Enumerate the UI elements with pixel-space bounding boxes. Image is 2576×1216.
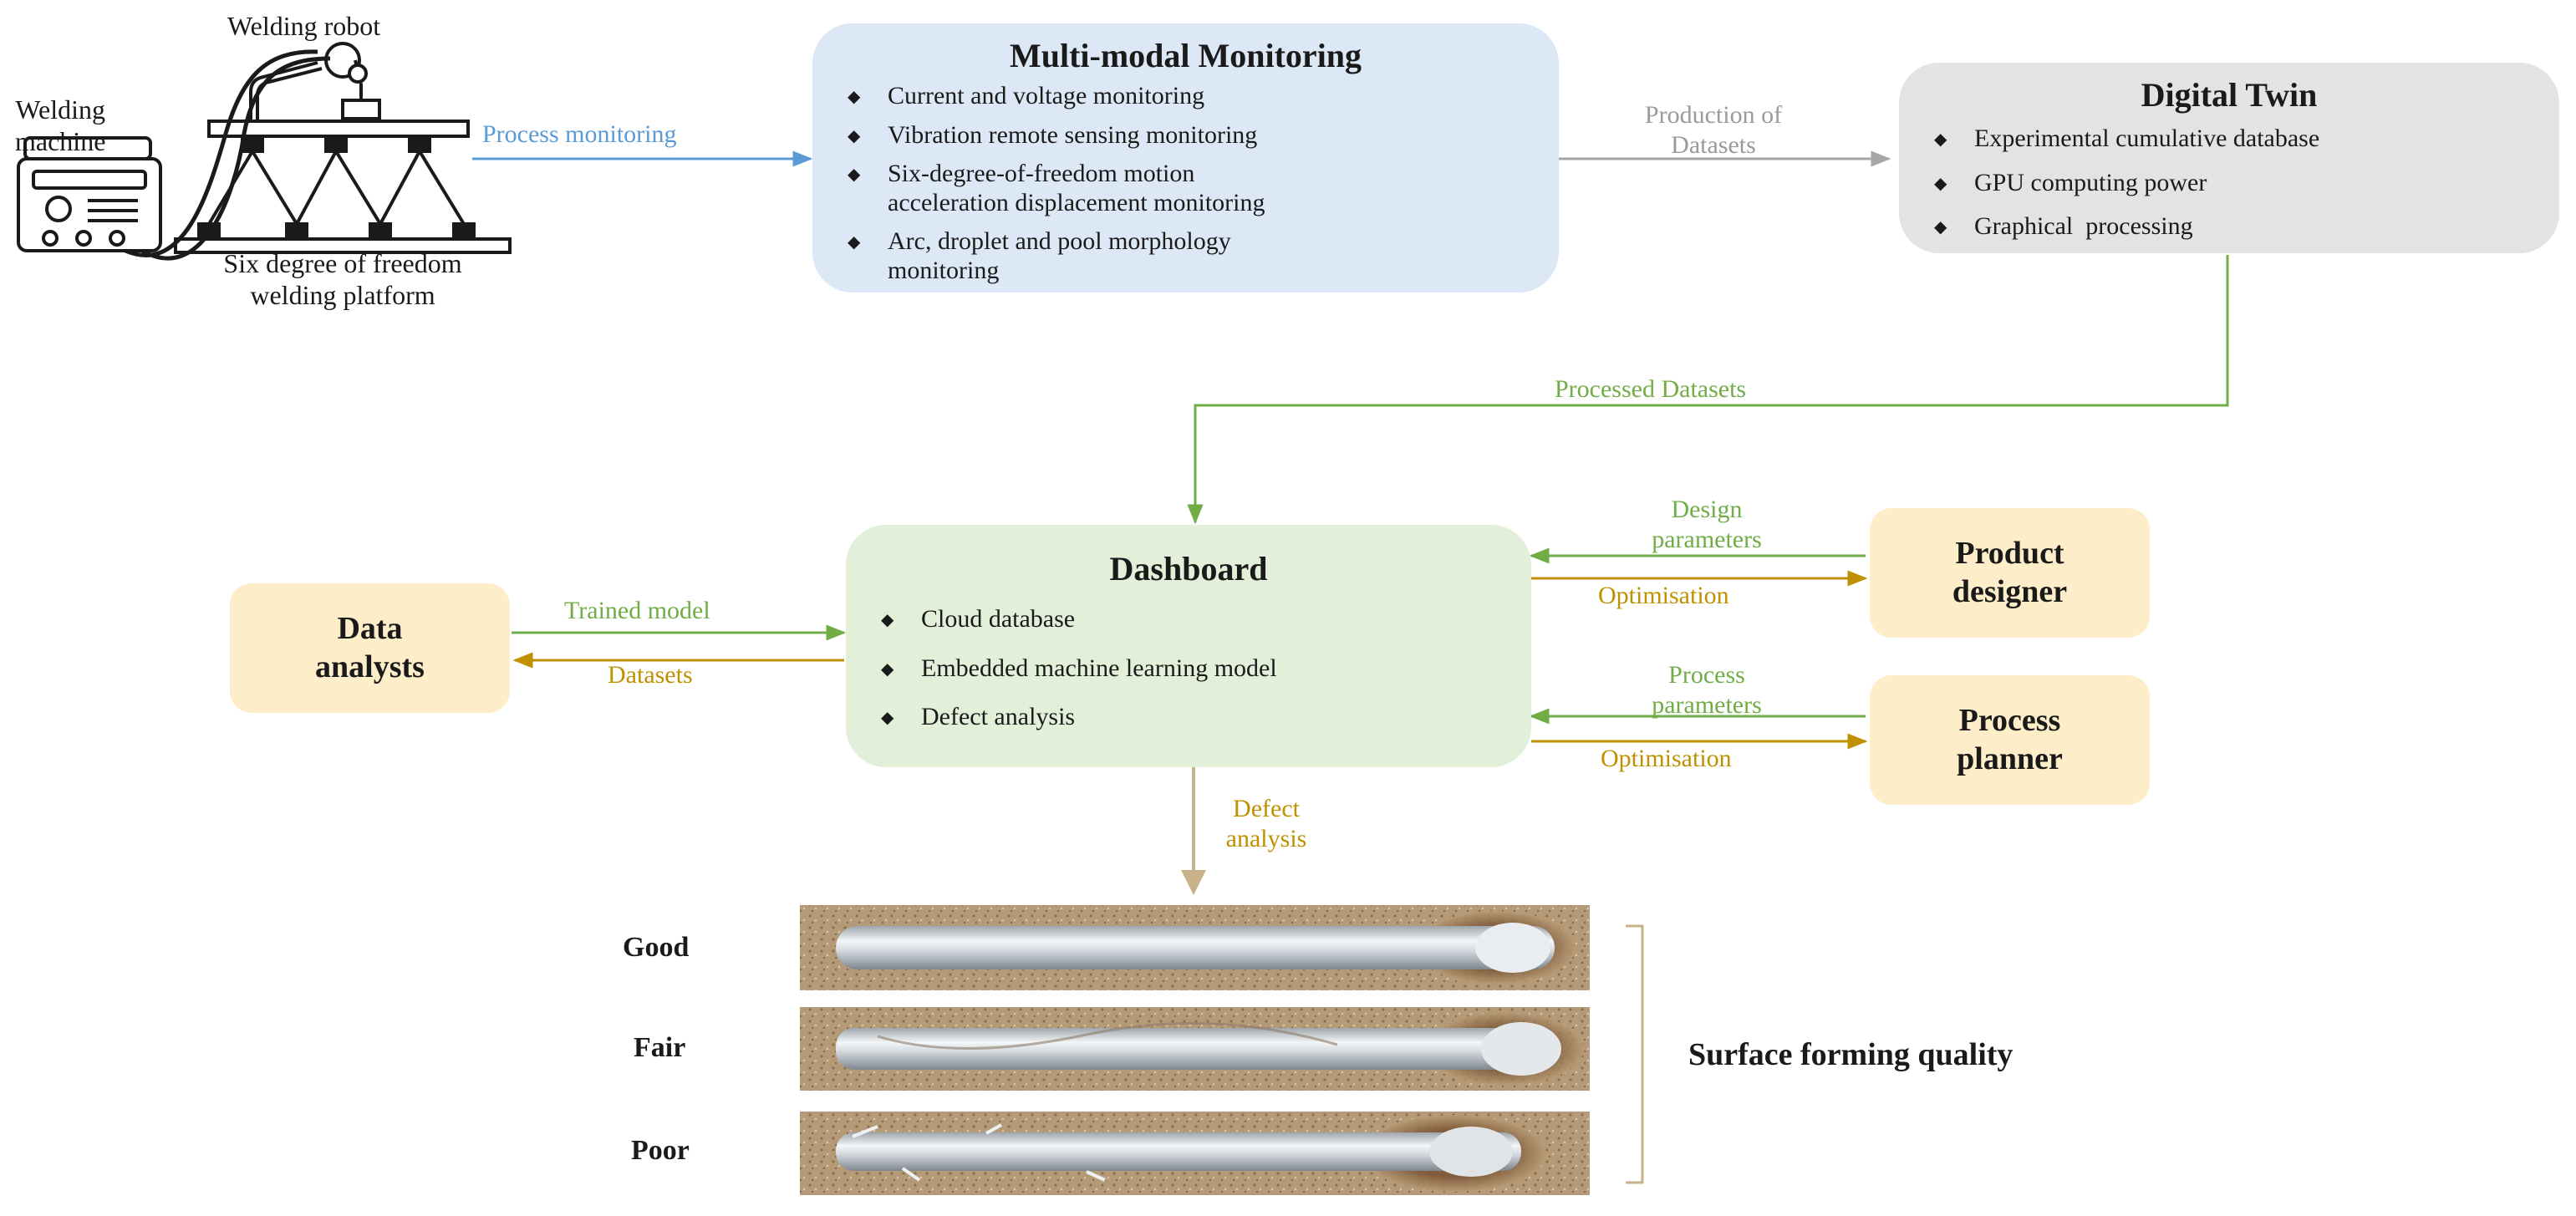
digital-twin-box: Digital Twin ◆Experimental cumulative da… [1899,63,2559,253]
monitoring-item: ◆Six-degree-of-freedom motion accelerati… [848,160,1265,216]
processed-datasets-label: Processed Datasets [1555,375,1747,403]
bullet-icon: ◆ [1934,130,1947,149]
monitoring-item: ◆Current and voltage monitoring [848,82,1205,109]
bullet-icon: ◆ [881,709,894,727]
bullet-icon: ◆ [848,88,861,106]
bullet-icon: ◆ [848,233,861,252]
connectors [472,150,2229,895]
welding-robot-label: Welding robot [227,11,381,41]
design-parameters-label: Design parameters [1652,496,1762,553]
data-analysts-box: Data analysts [230,583,510,713]
welding-cable-2 [140,56,331,261]
monitoring-title: Multi-modal Monitoring [1009,37,1362,74]
optimisation-planner-label: Optimisation [1601,745,1732,772]
dashboard-title: Dashboard [1109,550,1268,588]
process-parameters-label: Process parameters [1652,661,1762,719]
platform-base-plate [174,237,512,254]
dashboard-list: ◆Cloud database ◆Embedded machine learni… [871,605,1506,732]
digital-twin-title: Digital Twin [2141,76,2318,114]
quality-good-label: Good [623,932,690,963]
weld-sample-poor [800,1112,1590,1195]
weld-sample-good [800,905,1590,990]
arrow-processed-datasets [1187,255,2229,525]
digital-twin-list: ◆Experimental cumulative database ◆GPU c… [1924,125,2534,242]
quality-bracket [1626,924,1644,1184]
digital-twin-item: ◆Experimental cumulative database [1934,125,2320,152]
monitoring-item: ◆Vibration remote sensing monitoring [848,120,1258,149]
quality-fair-label: Fair [634,1032,686,1063]
bullet-icon: ◆ [1934,218,1947,237]
bullet-icon: ◆ [848,165,861,184]
dashboard-item: ◆Embedded machine learning model [881,654,1277,682]
optimisation-designer-label: Optimisation [1598,582,1729,609]
digital-twin-item: ◆Graphical processing [1934,212,2193,240]
datasets-label: Datasets [608,661,693,689]
welding-machine-icon [17,136,162,252]
bullet-icon: ◆ [1934,174,1947,193]
monitoring-list: ◆Current and voltage monitoring ◆Vibrati… [837,82,1534,285]
production-of-datasets-label: Production of Datasets [1644,101,1783,159]
surface-forming-quality-label: Surface forming quality [1688,1037,2013,1072]
dashboard-item: ◆Cloud database [881,605,1076,633]
bullet-icon: ◆ [848,126,861,145]
multi-modal-monitoring-box: Multi-modal Monitoring ◆Current and volt… [812,23,1559,293]
process-planner-box: Process planner [1870,675,2150,805]
product-designer-box: Product designer [1870,508,2150,638]
quality-poor-label: Poor [631,1135,690,1166]
welding-equipment-illustration [17,42,512,261]
defect-analysis-label: Defect analysis [1225,795,1307,852]
monitoring-item: ◆Arc, droplet and pool morphology monito… [848,227,1231,284]
dashboard-item: ◆Defect analysis [881,703,1076,730]
platform-label: Six degree of freedom welding platform [223,248,462,311]
trained-model-label: Trained model [564,597,710,624]
process-monitoring-label: Process monitoring [482,120,677,148]
digital-twin-item: ◆GPU computing power [1934,168,2207,196]
platform-legs [207,150,466,226]
dashboard-box: Dashboard ◆Cloud database ◆Embedded mach… [846,525,1531,767]
welding-robot-icon [249,42,381,121]
bullet-icon: ◆ [881,659,894,679]
welding-machine-label: Welding machine [15,94,106,157]
welding-cable [125,49,318,257]
bullet-icon: ◆ [881,611,894,629]
weld-sample-fair [800,1007,1590,1091]
